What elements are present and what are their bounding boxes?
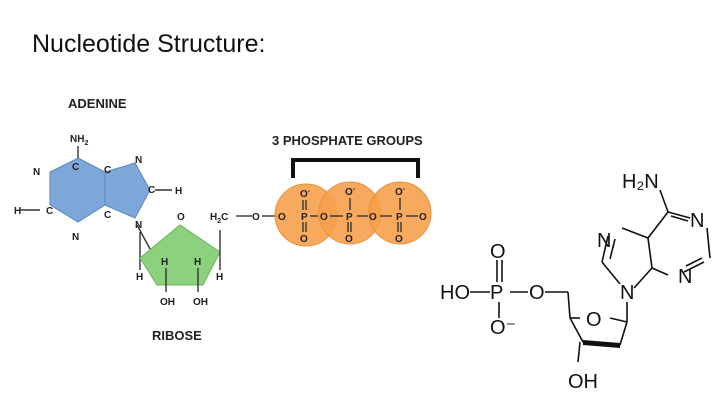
svg-text:O: O (278, 212, 286, 223)
svg-text:N: N (135, 220, 142, 231)
svg-text:O: O (177, 212, 185, 223)
svg-text:O: O (345, 234, 353, 245)
svg-text:O: O (252, 212, 260, 223)
svg-text:HO: HO (440, 282, 470, 304)
adenine-atoms: NH2 C C C N C H N N C H N H (14, 134, 182, 283)
svg-text:N: N (135, 155, 142, 166)
svg-text:C: C (46, 206, 53, 217)
svg-text:P: P (490, 282, 503, 304)
right-bonds (470, 189, 711, 363)
svg-text:H2C: H2C (210, 212, 228, 225)
svg-text:O: O (586, 309, 602, 331)
svg-text:OH: OH (160, 297, 175, 308)
phosphate-bracket (291, 158, 420, 178)
svg-text:O: O (320, 212, 328, 223)
svg-text:N: N (678, 266, 692, 288)
svg-text:OH: OH (568, 371, 598, 393)
svg-text:H: H (194, 257, 201, 268)
phosphate-bonds (302, 198, 418, 232)
phosphate-label: 3 PHOSPHATE GROUPS (272, 133, 423, 148)
svg-text:O-: O- (300, 188, 311, 200)
adenine-base (49, 157, 151, 223)
svg-text:C: C (148, 185, 155, 196)
svg-text:O-: O- (345, 186, 356, 198)
phosphate-circles (274, 181, 432, 247)
svg-text:N: N (33, 167, 40, 178)
svg-text:H: H (136, 272, 143, 283)
svg-text:N: N (72, 232, 79, 243)
svg-text:NH2: NH2 (70, 134, 88, 147)
svg-text:N: N (690, 210, 704, 232)
svg-text:O-: O- (395, 186, 406, 198)
svg-text:H₂N: H₂N (622, 171, 659, 193)
svg-text:N: N (620, 282, 634, 304)
svg-text:H: H (14, 206, 21, 217)
svg-text:C: C (104, 210, 111, 221)
svg-text:H: H (216, 272, 223, 283)
svg-text:C: C (104, 165, 111, 176)
right-atoms: HO P O O O⁻ O OH N N N N H₂N (440, 171, 704, 393)
svg-text:O: O (300, 234, 308, 245)
svg-text:P: P (346, 212, 353, 223)
ribose-label: RIBOSE (152, 328, 202, 343)
svg-text:O: O (529, 282, 545, 304)
phosphate-atoms: O O- P O O O- P O O O- P O O (278, 186, 427, 245)
svg-text:O: O (369, 212, 377, 223)
svg-text:H: H (161, 257, 168, 268)
svg-text:OH: OH (193, 297, 208, 308)
slide-title: Nucleotide Structure: (32, 30, 266, 58)
svg-text:O: O (419, 212, 427, 223)
ribose-atoms: O H H H OH OH H2C O (160, 212, 260, 308)
svg-text:P: P (396, 212, 403, 223)
svg-text:N: N (597, 230, 611, 252)
svg-text:C: C (72, 162, 79, 173)
svg-text:O: O (490, 241, 506, 263)
svg-text:O⁻: O⁻ (490, 317, 516, 339)
svg-text:P: P (301, 212, 308, 223)
adenine-label: ADENINE (68, 96, 127, 111)
sugar-bold-edge (583, 340, 620, 348)
svg-text:O: O (395, 234, 403, 245)
svg-text:H: H (175, 186, 182, 197)
ribose-ring (139, 224, 221, 286)
